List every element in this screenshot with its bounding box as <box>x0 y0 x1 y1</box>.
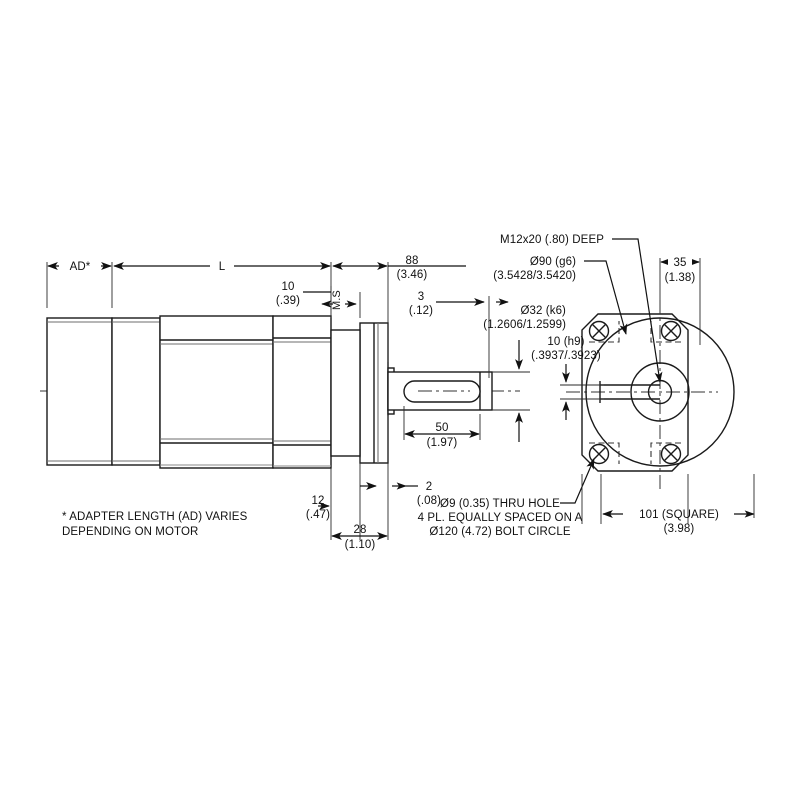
dimension-pilot-lip-inch: (.08) <box>417 495 441 507</box>
adapter-note-line1: * ADAPTER LENGTH (AD) VARIES <box>62 511 248 523</box>
dimension-thread-depth: 35 (1.38) <box>659 254 701 345</box>
callout-key-width: 10 (h9) (.3937/.3923) <box>531 336 604 420</box>
drawing-notes: * ADAPTER LENGTH (AD) VARIES DEPENDING O… <box>62 511 248 538</box>
dimension-pilot-lip-value: 2 <box>426 481 433 493</box>
callout-thru-hole-line2: 4 PL. EQUALLY SPACED ON A <box>418 512 583 524</box>
shaft-circle-d32 <box>630 362 690 422</box>
dimension-pilot-total-inch: (1.10) <box>345 539 376 551</box>
dimension-flange-thickness-inch: (.39) <box>276 295 300 307</box>
gearbox-housing <box>159 315 274 469</box>
callout-thru-hole-line3: Ø120 (4.72) BOLT CIRCLE <box>429 526 570 538</box>
side-view-dimensions: AD* L 88 (3.46) 10 (.39) M.S <box>46 255 530 551</box>
front-face-view <box>566 300 735 492</box>
bolt-hole-top-left <box>588 320 620 343</box>
output-flange <box>330 322 389 464</box>
callout-thru-hole-line1: Ø9 (0.35) THRU HOLE <box>440 498 560 510</box>
output-shaft <box>387 371 493 411</box>
bolt-hole-top-right <box>650 320 682 343</box>
callout-shaft-diameter: Ø32 (k6) (1.2606/1.2599) <box>483 305 566 331</box>
callout-pilot-diameter: Ø90 (g6) (3.5428/3.5420) <box>493 256 628 335</box>
callout-pilot-diameter-line1: Ø90 (g6) <box>530 256 576 268</box>
dimension-shoulder-inch: (.12) <box>409 305 433 317</box>
dimension-shoulder: 3 (.12) <box>409 291 509 378</box>
dimension-pilot-total-value: 28 <box>354 524 367 536</box>
dimension-overall-length: L <box>113 258 331 273</box>
side-elevation-view <box>40 315 520 469</box>
callout-shaft-diameter-line1: Ø32 (k6) <box>520 305 566 317</box>
dimension-output-length-inch: (3.46) <box>397 269 428 281</box>
callout-key-width-line2: (.3937/.3923) <box>531 350 601 362</box>
output-housing-step <box>272 315 332 469</box>
dimension-flange-thickness-value: 10 <box>282 281 295 293</box>
motor-shaft-label: M.S <box>331 290 343 310</box>
dimension-square-width: 101 (SQUARE) (3.98) <box>581 474 755 535</box>
adapter-flange-body <box>111 317 161 466</box>
dimension-adapter-length: AD* <box>47 258 112 273</box>
callout-thread: M12x20 (.80) DEEP <box>500 234 663 383</box>
dimension-shaft-flat: 50 (1.97) <box>403 406 481 449</box>
bolt-hole-bottom-left <box>588 442 620 465</box>
front-view-annotations: 35 (1.38) M12x20 (.80) DEEP Ø90 (g6) (3.… <box>418 234 755 538</box>
dimension-pilot-total: 28 (1.10) <box>331 524 388 551</box>
dimension-flange-thickness: 10 (.39) <box>276 281 331 307</box>
dimension-square-width-inch: (3.98) <box>664 523 695 535</box>
dimension-square-width-value: 101 (SQUARE) <box>639 509 719 521</box>
dimension-adapter-length-value: AD* <box>70 261 91 273</box>
pilot-circle-d90 <box>585 317 735 467</box>
bolt-hole-bottom-right <box>650 442 682 465</box>
dimension-shaft-diameter <box>492 340 530 442</box>
dimension-pilot-step-value: 12 <box>312 495 325 507</box>
callout-thread-text: M12x20 (.80) DEEP <box>500 234 604 246</box>
dimension-thread-depth-value: 35 <box>674 257 687 269</box>
dimension-pilot-step-inch: (.47) <box>306 509 330 521</box>
callout-thru-hole: Ø9 (0.35) THRU HOLE 4 PL. EQUALLY SPACED… <box>418 458 595 538</box>
callout-shaft-diameter-line2: (1.2606/1.2599) <box>483 319 566 331</box>
callout-pilot-diameter-line2: (3.5428/3.5420) <box>493 270 576 282</box>
dimension-thread-depth-inch: (1.38) <box>665 272 696 284</box>
motor-shaft-label-group: M.S <box>321 290 357 310</box>
motor-adapter-body <box>46 317 113 466</box>
dimension-pilot-step: 12 (.47) <box>306 416 389 540</box>
corner-bolt-holes <box>588 320 682 465</box>
dimension-output-length: 88 (3.46) <box>332 255 466 281</box>
shaft-keyway <box>403 380 481 403</box>
callout-key-width-line1: 10 (h9) <box>547 336 584 348</box>
adapter-note-line2: DEPENDING ON MOTOR <box>62 526 198 538</box>
dimension-shaft-flat-value: 50 <box>436 422 449 434</box>
dimension-output-length-value: 88 <box>406 255 419 267</box>
dimension-pilot-lip: 2 (.08) <box>360 481 441 507</box>
dimension-shoulder-value: 3 <box>418 291 425 303</box>
dimension-overall-length-value: L <box>219 261 226 273</box>
dimension-shaft-flat-inch: (1.97) <box>427 437 458 449</box>
